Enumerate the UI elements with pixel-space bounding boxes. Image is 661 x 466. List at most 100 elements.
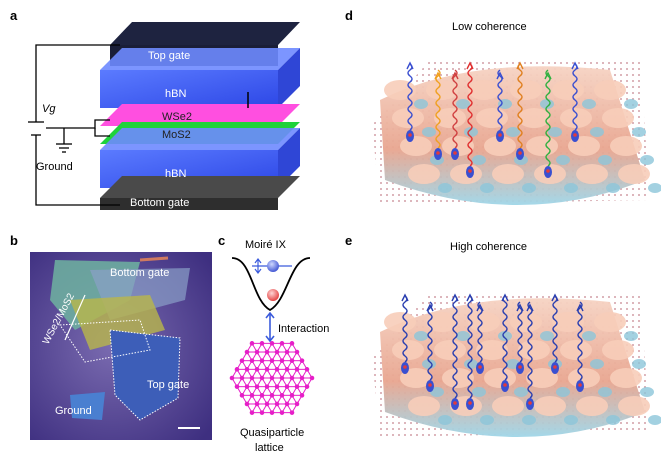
mos2-label: MoS2 [162, 129, 191, 141]
lattice-site [234, 367, 240, 372]
lattice-site [289, 393, 295, 398]
lattice-site [234, 384, 240, 389]
lattice-site [254, 367, 260, 372]
lattice-site [274, 349, 280, 355]
panel-label-c: c [218, 233, 225, 248]
lattice-site [259, 410, 265, 415]
lattice-label-line1: Quasiparticle [240, 427, 304, 439]
lattice-site [299, 358, 305, 363]
moire-landscape-low [372, 60, 661, 205]
panel-label-d: d [345, 8, 353, 23]
lattice-site [229, 375, 235, 381]
lattice-site [249, 410, 255, 415]
lattice-site [244, 384, 250, 389]
photon-emission [467, 63, 473, 167]
panel-label-a: a [10, 8, 18, 23]
bottom-gate-label: Bottom gate [130, 197, 189, 209]
lattice-site [279, 358, 285, 363]
photon-emission [545, 69, 551, 167]
lattice-site [304, 367, 310, 372]
lattice-site [254, 384, 260, 389]
interaction-label: Interaction [278, 323, 329, 335]
photon-emission [517, 301, 523, 363]
lattice-site [259, 375, 265, 381]
lattice-site [264, 384, 270, 389]
photon-emission [497, 69, 503, 131]
lattice-site [249, 341, 255, 346]
photon-emission [435, 69, 441, 149]
lattice-site [274, 384, 280, 389]
low-coherence-title: Low coherence [452, 21, 527, 33]
photon-emission [527, 301, 533, 399]
lattice-site [264, 401, 270, 407]
hbn-top-label: hBN [165, 88, 186, 100]
exciton-lower [267, 289, 279, 301]
lattice-site [279, 393, 285, 398]
lattice-site [284, 401, 290, 407]
lattice-site [264, 367, 270, 372]
lattice-site [279, 375, 285, 381]
hbn-top-layer [100, 70, 278, 108]
lattice-site [289, 410, 295, 415]
ground-label: Ground [36, 161, 73, 173]
lattice-site [259, 358, 265, 363]
device-stack [100, 22, 300, 210]
photon-emission [502, 295, 508, 381]
interaction-arrow [265, 311, 275, 343]
lattice-site [239, 393, 245, 398]
lattice-site [294, 349, 300, 355]
lattice-site [249, 375, 255, 381]
lattice-site [239, 358, 245, 363]
vg-label: Vg [42, 103, 56, 115]
lattice-site [244, 349, 250, 355]
wse2-label: WSe2 [162, 111, 192, 123]
lattice-site [254, 349, 260, 355]
lattice-site [289, 375, 295, 381]
gate-circuit [28, 44, 120, 206]
photon-emission [402, 295, 408, 363]
photon-emission [407, 63, 413, 131]
photon-emission [477, 301, 483, 363]
lattice-site [269, 410, 275, 415]
lattice-site [289, 341, 295, 346]
lattice-site [284, 349, 290, 355]
lattice-site [304, 384, 310, 389]
lattice-site [274, 367, 280, 372]
lattice-site [294, 367, 300, 372]
exciton-upper [267, 260, 279, 272]
lattice-site [249, 393, 255, 398]
lattice-site [289, 358, 295, 363]
photon-emission [517, 63, 523, 149]
potential-well [231, 257, 311, 312]
lattice-site [244, 367, 250, 372]
lattice-site [279, 341, 285, 346]
panel-label-b: b [10, 233, 18, 248]
lattice-site [279, 410, 285, 415]
lattice-site [284, 384, 290, 389]
lattice-label-line2: lattice [255, 442, 284, 454]
photon-emission [572, 63, 578, 131]
hbn-bottom-label: hBN [165, 168, 186, 180]
moire-landscape-high [372, 292, 661, 437]
photon-emission [427, 301, 433, 381]
photon-emission [452, 295, 458, 399]
panel-label-e: e [345, 233, 352, 248]
lattice-site [299, 393, 305, 398]
lattice-site [299, 375, 305, 381]
lattice-site [244, 401, 250, 407]
quasiparticle-lattice [229, 341, 315, 415]
lattice-site [294, 401, 300, 407]
lattice-site [294, 384, 300, 389]
bottom-gate-micro-label: Bottom gate [110, 267, 169, 279]
lattice-site [259, 341, 265, 346]
top-gate-micro-label: Top gate [147, 379, 189, 391]
top-gate-label: Top gate [148, 50, 190, 62]
lattice-site [259, 393, 265, 398]
photon-emission [467, 295, 473, 399]
lattice-site [249, 358, 255, 363]
lattice-site [274, 401, 280, 407]
wse2-layer [100, 104, 300, 126]
lattice-site [269, 375, 275, 381]
photon-emission [552, 295, 558, 363]
